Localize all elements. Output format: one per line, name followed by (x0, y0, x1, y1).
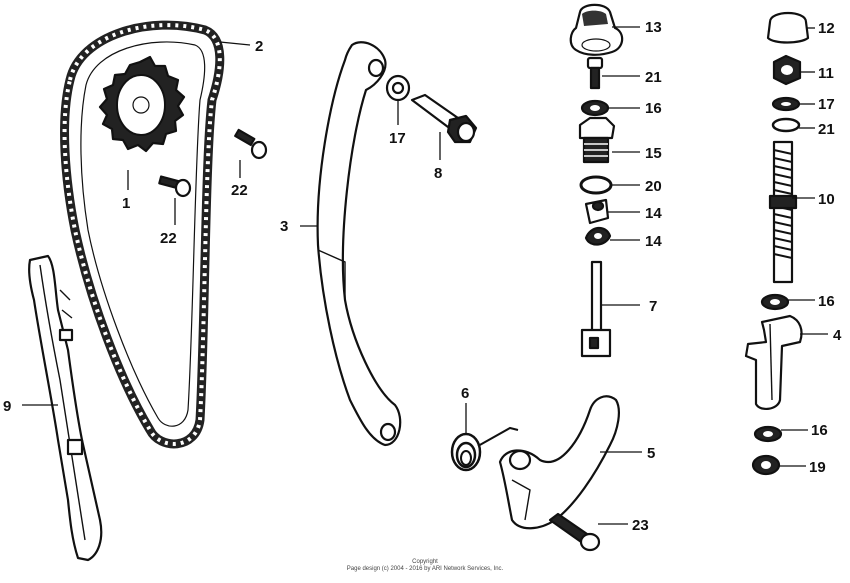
callout-14-upper: 14 (645, 205, 662, 222)
o-ring-21-right (771, 117, 801, 133)
callout-2: 2 (255, 38, 263, 55)
callout-9: 9 (3, 398, 11, 415)
bolt-22-left (158, 175, 192, 198)
callout-23: 23 (632, 517, 649, 534)
callout-19: 19 (809, 459, 826, 476)
callout-17-right: 17 (818, 96, 835, 113)
washer-16-right-low (753, 425, 783, 443)
callout-13: 13 (645, 19, 662, 36)
bracket-4 (744, 314, 803, 410)
nut-19 (751, 454, 781, 476)
callout-16-right-mid: 16 (818, 293, 835, 310)
washer-17 (385, 74, 411, 102)
callout-6: 6 (461, 385, 469, 402)
lever-5 (498, 395, 620, 530)
callout-16-mid: 16 (645, 100, 662, 117)
callout-labels: 1 2 22 22 3 17 8 9 13 21 16 15 20 14 14 … (3, 19, 842, 534)
copyright-notice: Page design (c) 2004 - 2016 by ARI Netwo… (346, 566, 504, 572)
o-ring-20 (579, 175, 613, 195)
callout-1: 1 (122, 195, 130, 212)
nut-11 (772, 54, 802, 86)
callout-16-right-low: 16 (811, 422, 828, 439)
callout-12: 12 (818, 20, 835, 37)
callout-17-left: 17 (389, 130, 406, 147)
washer-17-right (771, 96, 801, 112)
callout-10: 10 (818, 191, 835, 208)
cap-nut-12 (766, 11, 810, 44)
washer-16-upper (580, 99, 610, 117)
leader-lines (22, 26, 828, 525)
bolt-23 (548, 512, 601, 552)
cam-chain (60, 20, 225, 449)
adjuster-shaft-10 (768, 140, 798, 284)
callout-3: 3 (280, 218, 288, 235)
collar-14-upper (584, 198, 610, 225)
tensioner-arm (316, 41, 402, 447)
callout-11: 11 (818, 65, 834, 82)
chain-guide (28, 254, 103, 562)
callout-20: 20 (645, 178, 662, 195)
bolt-8 (410, 93, 478, 144)
callout-5: 5 (647, 445, 655, 462)
callout-8: 8 (434, 165, 442, 182)
collar-14-lower (584, 226, 612, 246)
callout-14-lower: 14 (645, 233, 662, 250)
callout-21-mid: 21 (645, 69, 662, 86)
bolt-21 (586, 56, 604, 90)
push-rod-7 (580, 260, 612, 358)
callout-15: 15 (645, 145, 662, 162)
callout-21-right: 21 (818, 121, 835, 138)
copyright-label: Copyright (412, 559, 438, 565)
cap-13 (569, 3, 624, 56)
callout-4: 4 (833, 327, 842, 344)
callout-22-left: 22 (160, 230, 177, 247)
callout-22-right: 22 (231, 182, 248, 199)
bolt-15 (578, 116, 616, 164)
callout-7: 7 (649, 298, 657, 315)
bolt-22-right (234, 128, 268, 160)
washer-16-right-mid (760, 293, 790, 311)
cam-sprocket (98, 55, 186, 153)
